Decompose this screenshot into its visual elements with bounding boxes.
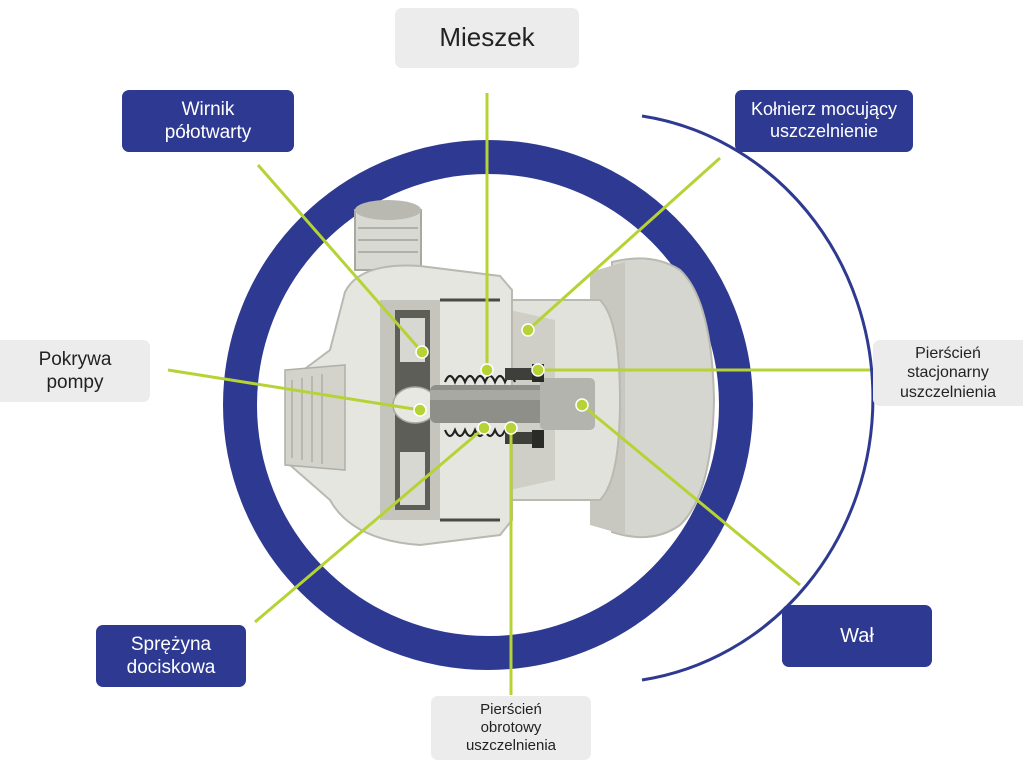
label-pierscien-obrotowy: Pierścień obrotowy uszczelnienia xyxy=(431,696,591,760)
label-pokrywa-pompy: Pokrywa pompy xyxy=(0,340,150,402)
label-pokrywa-text: Pokrywa pompy xyxy=(38,348,112,393)
leader-lines xyxy=(167,93,870,695)
dot-pokrywa xyxy=(413,403,427,417)
leader-sprezyna xyxy=(254,426,485,624)
leader-pokrywa xyxy=(167,368,421,412)
pump-cross-section xyxy=(284,200,716,547)
leader-wal xyxy=(581,403,801,587)
dot-sprezyna xyxy=(477,421,491,435)
dot-mieszek xyxy=(480,363,494,377)
dot-wirnik xyxy=(415,345,429,359)
label-pierscien-obrotowy-text: Pierścień obrotowy uszczelnienia xyxy=(465,700,557,755)
label-pierscien-stacjonarny: Pierścień stacjonarny uszczelnienia xyxy=(873,340,1023,406)
outer-arc xyxy=(641,114,875,682)
label-wirnik-text: Wirnik półotwarty xyxy=(164,98,252,143)
label-kolnierz-text: Kołnierz mocujący uszczelnienie xyxy=(750,99,898,141)
label-pierscien-stacjonarny-text: Pierścień stacjonarny uszczelnienia xyxy=(899,344,997,401)
label-sprezyna-dociskowa: Sprężyna dociskowa xyxy=(96,625,246,687)
leader-kolnierz xyxy=(526,156,722,332)
dot-kolnierz xyxy=(521,323,535,337)
dot-pierscien-obrotowy xyxy=(504,421,518,435)
dot-wal xyxy=(575,398,589,412)
label-wal: Wał xyxy=(782,605,932,667)
label-wal-text: Wał xyxy=(840,624,874,647)
label-wirnik-polotwarty: Wirnik półotwarty xyxy=(122,90,294,152)
dot-pierscien-stacjonarny xyxy=(531,363,545,377)
label-mieszek: Mieszek xyxy=(395,8,579,68)
leader-dots xyxy=(413,323,589,435)
label-sprezyna-text: Sprężyna dociskowa xyxy=(126,633,216,678)
leader-wirnik xyxy=(256,164,424,353)
label-mieszek-text: Mieszek xyxy=(439,22,535,53)
label-kolnierz-mocujacy: Kołnierz mocujący uszczelnienie xyxy=(735,90,913,152)
